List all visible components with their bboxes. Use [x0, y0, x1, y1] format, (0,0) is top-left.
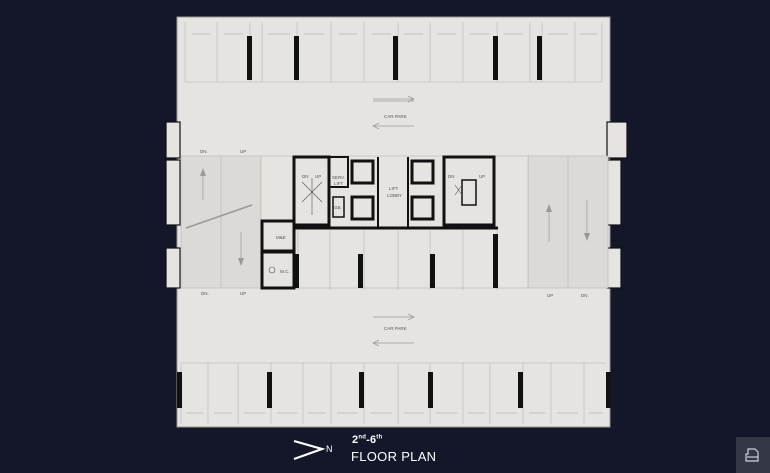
floor-plan-title: FLOOR PLAN: [351, 449, 437, 464]
plan-caption: N 2nd-6th FLOOR PLAN: [290, 430, 490, 470]
floor-plan: CAR PARK DN. UP DN. UP UP DN.: [165, 16, 628, 428]
right-wing-mid: [606, 159, 622, 226]
floor-from: 2: [352, 434, 359, 446]
left-wing-upper: [165, 121, 181, 159]
up-label-top-left: UP: [240, 149, 246, 154]
left-stair: [292, 155, 331, 227]
service-lift: [328, 156, 349, 188]
floor-to: 6: [369, 434, 377, 446]
top-columns: [247, 36, 542, 80]
left-wing-lower: [165, 247, 181, 289]
lift-4: [410, 195, 435, 221]
middle-columns: [294, 234, 498, 288]
serv-lift-label-1: SERV.: [332, 175, 345, 180]
me-label: M&E: [276, 235, 286, 240]
floor-range: 2nd-6th: [352, 434, 382, 446]
serv-lift-label-2: LIFT: [334, 181, 344, 186]
car-park-label-top: CAR PARK: [384, 114, 407, 119]
lift-2: [350, 195, 375, 221]
north-arrow-icon: [293, 439, 326, 461]
print-icon: [745, 448, 759, 462]
right-ramp: [527, 155, 609, 289]
floor-from-suffix: nd: [358, 434, 367, 441]
top-aisle-arrow: [373, 95, 415, 103]
dn-label-bottom-right: DN.: [581, 293, 589, 298]
up-label-bottom-left: UP: [240, 291, 246, 296]
gb-label: GB.: [334, 205, 342, 210]
top-aisle-arrow-2: [372, 122, 414, 130]
lift-lobby-label-1: LIFT: [389, 186, 399, 191]
dn-label-top-left: DN.: [200, 149, 208, 154]
right-wing-upper: [606, 121, 628, 159]
bottom-aisle-arrow-2: [372, 339, 414, 347]
up-label-bottom-right: UP: [547, 293, 553, 298]
bottom-aisle-arrow: [373, 313, 415, 321]
dn-label-bottom-left: DN.: [201, 291, 209, 296]
left-ramp: [180, 155, 262, 289]
lift-1: [350, 159, 375, 185]
left-wing-mid: [165, 159, 181, 226]
right-stair: [442, 155, 496, 227]
bottom-columns: [177, 372, 611, 408]
north-label: N: [326, 444, 333, 454]
dn-stair-label-right: DN: [448, 174, 455, 179]
lift-lobby-label-2: LOBBY: [387, 193, 402, 198]
core: [260, 155, 529, 290]
dn-stair-label: DN: [302, 174, 309, 179]
up-stair-label: UP: [315, 174, 321, 179]
lift-3: [410, 159, 435, 185]
wc-label: W.C.: [280, 269, 290, 274]
right-wing-lower: [606, 247, 622, 289]
floor-dash: -: [366, 434, 370, 446]
up-stair-label-right: UP: [479, 174, 485, 179]
print-button[interactable]: [736, 437, 770, 473]
floor-to-suffix: th: [376, 434, 383, 441]
car-park-label-bottom: CAR PARK: [384, 326, 407, 331]
